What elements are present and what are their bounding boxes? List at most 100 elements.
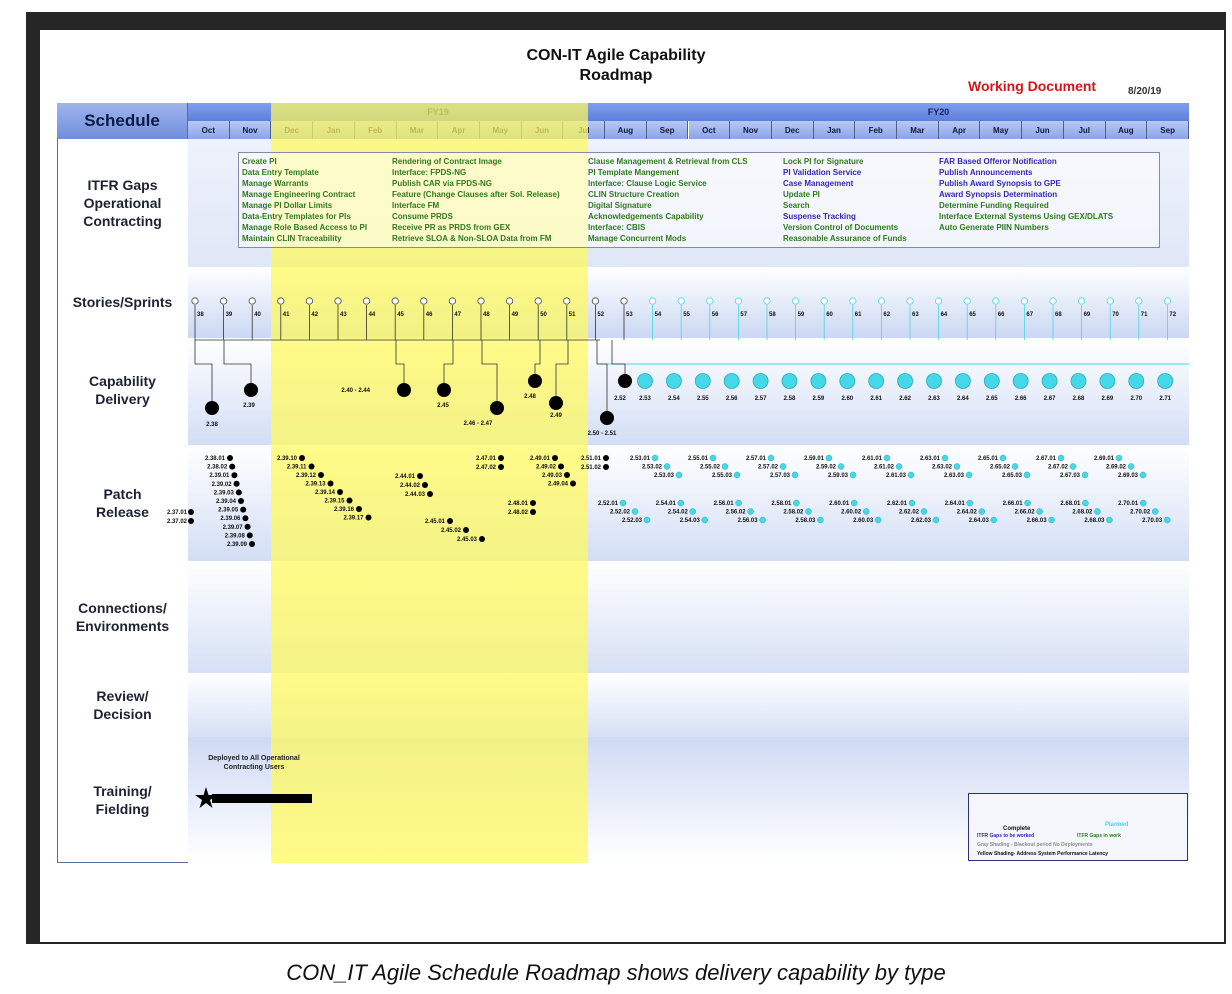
planned-patch-label-bottom-23: 2.66.03 bbox=[1027, 518, 1048, 524]
sprint-label-38: 38 bbox=[197, 312, 204, 318]
planned-patch-dot-bottom-13 bbox=[862, 508, 870, 515]
patch-label-g1-10: 2.39.09 bbox=[227, 542, 248, 548]
gap-item-0-1: Data Entry Template bbox=[242, 168, 319, 177]
planned-patch-label-bottom-15: 2.62.01 bbox=[887, 501, 908, 507]
planned-patch-dot-top-10 bbox=[837, 463, 845, 470]
planned-patch-label-top-5: 2.55.03 bbox=[712, 473, 733, 479]
delivery-planned-2.67 bbox=[1041, 373, 1058, 389]
sprint-marker-44 bbox=[362, 297, 371, 305]
planned-patch-label-top-8: 2.57.03 bbox=[770, 473, 791, 479]
sprint-label-41: 41 bbox=[283, 312, 290, 318]
patch-label-g3-1: 2.44.02 bbox=[400, 483, 421, 489]
delivery-complete-5 bbox=[528, 374, 542, 388]
delivery-planned-label-2.59: 2.59 bbox=[813, 396, 825, 402]
planned-patch-dot-top-22 bbox=[1069, 463, 1077, 470]
sprint-label-69: 69 bbox=[1084, 312, 1091, 318]
planned-patch-label-top-7: 2.57.02 bbox=[758, 465, 779, 471]
planned-patch-dot-bottom-9 bbox=[793, 499, 800, 507]
page-subtitle: Roadmap bbox=[579, 67, 653, 84]
gap-item-1-6: Receive PR as PRDS from GEX bbox=[392, 223, 511, 232]
planned-patch-label-top-11: 2.59.03 bbox=[828, 473, 849, 479]
delivery-planned-2.65 bbox=[983, 373, 1000, 389]
sprint-marker-42 bbox=[305, 297, 313, 305]
delivery-planned-2.55 bbox=[694, 373, 711, 389]
planned-patch-dot-top-6 bbox=[767, 454, 775, 462]
planned-patch-label-top-19: 2.65.02 bbox=[990, 465, 1011, 471]
month-15: Jan bbox=[813, 121, 856, 139]
gap-item-2-4: Digital Signature bbox=[588, 201, 652, 210]
patch-dot-g8-1 bbox=[603, 464, 609, 470]
planned-patch-dot-bottom-20 bbox=[990, 516, 998, 524]
planned-patch-label-bottom-20: 2.64.03 bbox=[969, 518, 990, 524]
patch-dot-g1-0 bbox=[227, 455, 233, 461]
sprint-marker-48 bbox=[477, 297, 485, 305]
planned-patch-label-bottom-11: 2.58.03 bbox=[795, 518, 816, 524]
month-0: Oct bbox=[188, 121, 230, 139]
planned-patch-dot-bottom-11 bbox=[817, 516, 824, 524]
patch-dot-g2-0 bbox=[299, 455, 305, 461]
itfr-gaps-box bbox=[238, 152, 1160, 248]
legend-yellow-shading: Yellow Shading- Address System Performan… bbox=[977, 851, 1108, 857]
sprint-label-47: 47 bbox=[454, 312, 461, 318]
patch-label-g2-2: 2.39.12 bbox=[296, 473, 317, 479]
patch-label-g1-8: 2.39.07 bbox=[223, 525, 244, 531]
gap-item-3-0: Lock PI for Signature bbox=[783, 157, 864, 166]
patch-label-g2-5: 2.39.15 bbox=[324, 499, 345, 505]
patch-dot-g3-1 bbox=[422, 482, 428, 488]
month-16: Feb bbox=[855, 121, 898, 139]
delivery-planned-label-2.71: 2.71 bbox=[1159, 396, 1171, 402]
document-date: 8/20/19 bbox=[1128, 86, 1162, 97]
patch-dot-g2-7 bbox=[365, 514, 372, 521]
delivery-connector-8 bbox=[611, 340, 626, 375]
planned-patch-label-top-26: 2.69.03 bbox=[1118, 473, 1139, 479]
patch-dot-g2-1 bbox=[308, 463, 315, 470]
sprint-label-44: 44 bbox=[369, 312, 376, 318]
delivery-planned-label-2.68: 2.68 bbox=[1073, 396, 1085, 402]
month-14: Dec bbox=[771, 121, 814, 139]
planned-patch-dot-bottom-0 bbox=[619, 499, 627, 507]
delivery-planned-label-2.61: 2.61 bbox=[870, 396, 882, 402]
planned-patch-dot-bottom-22 bbox=[1036, 508, 1043, 515]
patch-dot-g1-1 bbox=[229, 463, 236, 470]
patch-dot-g7-2 bbox=[564, 472, 570, 478]
delivery-planned-2.53 bbox=[637, 373, 653, 389]
gap-item-1-2: Publish CAR via FPDS-NG bbox=[392, 179, 493, 188]
patch-dot-g2-5 bbox=[346, 497, 353, 504]
planned-patch-dot-bottom-25 bbox=[1094, 508, 1101, 515]
patch-dot-g4-1 bbox=[463, 527, 469, 533]
gap-item-0-5: Data-Entry Templates for PIs bbox=[242, 212, 351, 221]
delivery-complete-label-5: 2.48 bbox=[524, 394, 536, 400]
planned-patch-dot-top-23 bbox=[1081, 471, 1089, 479]
planned-patch-label-bottom-29: 2.70.03 bbox=[1142, 518, 1163, 524]
training-deployed-note: Deployed to All Operational Contracting … bbox=[208, 755, 300, 771]
patch-label-g1-6: 2.39.05 bbox=[218, 508, 239, 514]
planned-patch-dot-bottom-7 bbox=[747, 508, 754, 515]
planned-patch-label-bottom-4: 2.54.02 bbox=[668, 510, 689, 516]
legend-box: Complete Planned ITFR Gaps to be worked … bbox=[968, 793, 1188, 861]
gap-item-1-5: Consume PRDS bbox=[392, 212, 453, 221]
planned-patch-dot-top-16 bbox=[953, 463, 961, 470]
delivery-planned-2.66 bbox=[1012, 373, 1029, 389]
planned-patch-label-bottom-28: 2.70.02 bbox=[1130, 510, 1151, 516]
sprint-label-43: 43 bbox=[340, 312, 347, 318]
month-11: Sep bbox=[646, 121, 689, 139]
planned-patch-label-top-21: 2.67.01 bbox=[1036, 456, 1057, 462]
sprint-marker-56 bbox=[706, 297, 714, 305]
sprint-marker-63 bbox=[906, 297, 914, 305]
sprint-label-42: 42 bbox=[311, 312, 318, 318]
delivery-planned-2.63 bbox=[926, 373, 942, 389]
working-document-label: Working Document bbox=[968, 78, 1097, 94]
month-23: Sep bbox=[1147, 121, 1189, 139]
sprint-marker-54 bbox=[648, 297, 657, 305]
sprint-label-52: 52 bbox=[597, 312, 604, 318]
planned-patch-dot-top-19 bbox=[1011, 463, 1019, 470]
delivery-planned-2.68 bbox=[1070, 373, 1087, 389]
gap-item-3-2: Case Management bbox=[783, 179, 854, 188]
gap-item-3-3: Update PI bbox=[783, 190, 820, 199]
patch-label-g7-1: 2.49.02 bbox=[536, 465, 557, 471]
planned-patch-label-bottom-2: 2.52.03 bbox=[622, 518, 643, 524]
training-bar bbox=[212, 794, 312, 803]
planned-patch-label-top-25: 2.69.02 bbox=[1106, 465, 1127, 471]
sprint-marker-58 bbox=[763, 297, 771, 305]
